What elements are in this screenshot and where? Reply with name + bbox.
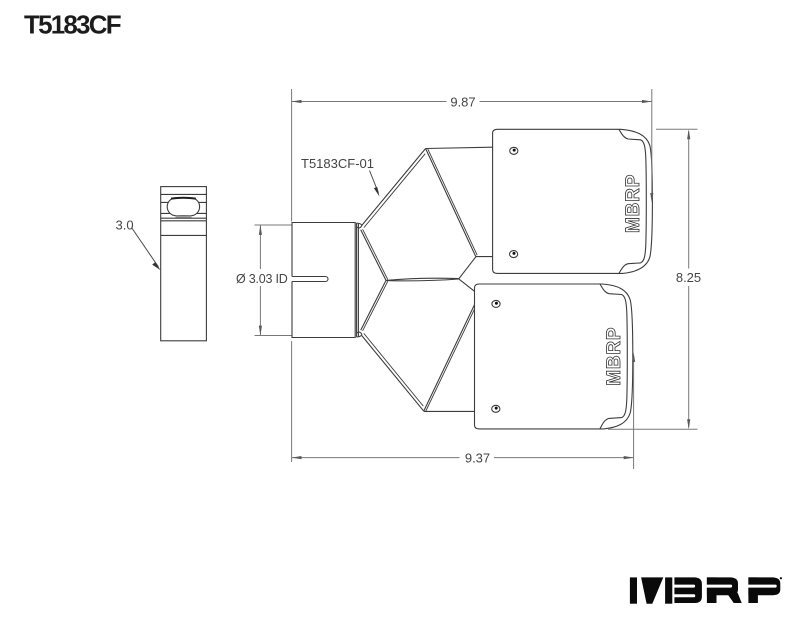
svg-text:MBRP: MBRP [623,174,644,233]
svg-text:9.87: 9.87 [450,94,475,109]
svg-text:8.25: 8.25 [676,270,701,285]
svg-text:MBRP: MBRP [604,327,625,386]
svg-text:Ø 3.03 ID: Ø 3.03 ID [236,272,288,286]
svg-text:9.37: 9.37 [465,450,490,465]
svg-text:3.0: 3.0 [116,218,134,233]
svg-text:T5183CF: T5183CF [24,10,121,40]
svg-text:T5183CF-01: T5183CF-01 [301,156,374,171]
